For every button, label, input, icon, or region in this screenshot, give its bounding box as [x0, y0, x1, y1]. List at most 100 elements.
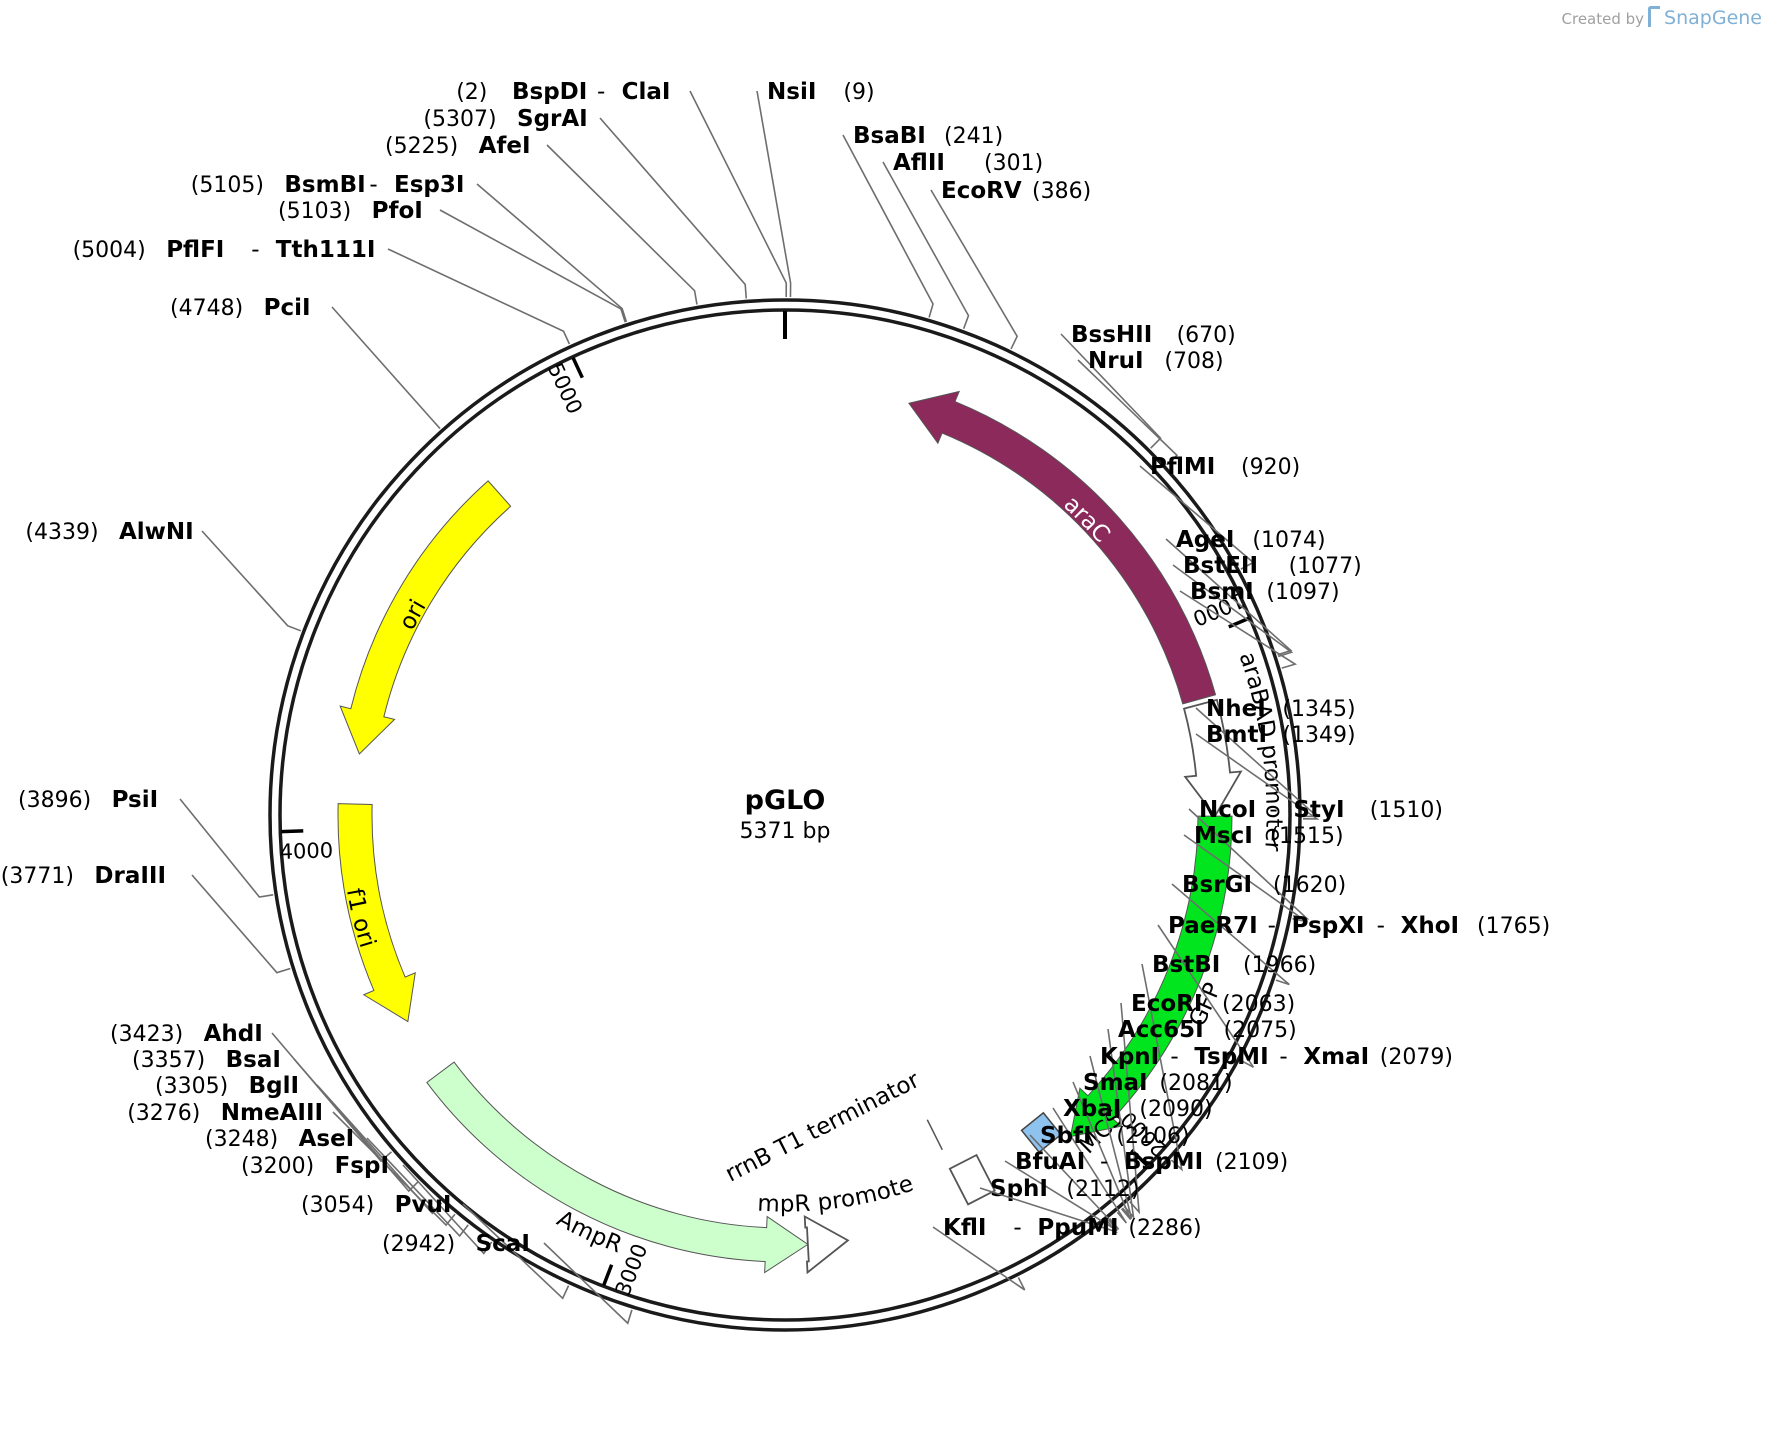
site-enzyme-name: NcoI: [1199, 797, 1256, 823]
site-ecorv[interactable]: EcoRV(386): [930, 178, 1091, 350]
site-xbai[interactable]: XbaI(2090): [1052, 1096, 1213, 1224]
site-enzyme-name: PvuI: [395, 1192, 452, 1218]
site-position: (3305): [155, 1074, 228, 1099]
plasmid-center-label: pGLO 5371 bp: [740, 785, 831, 844]
site-leader: [331, 306, 441, 430]
site-bfuai[interactable]: BfuAI-BspMI(2109): [1004, 1149, 1288, 1232]
site-enzyme-name: Acc65I: [1118, 1017, 1204, 1043]
site-enzyme-name: EcoRV: [941, 178, 1022, 204]
site-enzyme-name: DraIII: [94, 863, 166, 889]
site-leader: [462, 1203, 570, 1300]
site-enzyme-name: AhdI: [204, 1021, 263, 1047]
site-position: (1966): [1243, 953, 1316, 978]
site-enzyme-name: BssHII: [1071, 322, 1152, 348]
site-paer7i[interactable]: PaeR7I-PspXI-XhoI(1765): [1157, 913, 1550, 1068]
backbone-inner-circle: [278, 308, 1292, 1322]
credit-brand: SnapGene: [1664, 7, 1762, 29]
site-bsshii[interactable]: BssHII(670): [1060, 322, 1236, 449]
site-enzyme-name: BsrGI: [1182, 872, 1252, 898]
site-leader: [476, 183, 628, 323]
site-asei[interactable]: (3248)AseI: [205, 1126, 469, 1238]
site-pcii[interactable]: (4748)PciI: [170, 295, 441, 430]
site-ahdi[interactable]: (3423)AhdI: [110, 1021, 393, 1163]
site-bmti[interactable]: BmtI(1349): [1195, 722, 1356, 820]
site-enzyme-name: PaeR7I: [1168, 913, 1258, 939]
site-bsmbi[interactable]: (5105)BsmBI-Esp3I: [191, 172, 628, 323]
site-enzyme-name: BglI: [249, 1073, 299, 1099]
site-enzyme-name: PciI: [264, 295, 311, 321]
feature-arac: araC: [908, 390, 1217, 705]
site-bsmi[interactable]: BsmI(1097): [1179, 579, 1340, 669]
site-pflfi[interactable]: (5004)PflFI-Tth111I: [73, 237, 571, 345]
site-nsii[interactable]: NsiI(9): [756, 79, 875, 298]
site-sgrai[interactable]: (5307)SgrAI: [423, 106, 748, 299]
site-nmeaiii[interactable]: (3276)NmeAIII: [127, 1100, 456, 1227]
site-leader: [882, 161, 970, 330]
site-pvui[interactable]: (3054)PvuI: [301, 1192, 570, 1300]
site-enzyme-name: MscI: [1194, 823, 1253, 849]
site-leader: [316, 1084, 443, 1215]
site-bsteii[interactable]: BstEII(1077): [1172, 553, 1362, 658]
site-enzyme-name: AflII: [893, 150, 945, 176]
feature-arrow: [908, 390, 1217, 705]
tick-mark: [281, 829, 304, 834]
site-smai[interactable]: SmaI(2081): [1072, 1070, 1233, 1220]
site-fspi[interactable]: (3200)FspI: [241, 1153, 493, 1255]
site-enzyme-name: PsiI: [112, 787, 159, 813]
site-enzyme-name: Esp3I: [394, 172, 464, 198]
site-sbfi[interactable]: SbfI(2106): [1029, 1123, 1190, 1230]
site-kpni[interactable]: KpnI-TspMI-XmaI(2079): [1089, 1044, 1453, 1220]
site-pflmi[interactable]: PflMI(920): [1139, 454, 1300, 570]
site-bgli[interactable]: (3305) BglI: [155, 1073, 443, 1215]
site-enzyme-name: BstBI: [1152, 952, 1220, 978]
site-pfoi[interactable]: (5103)PfoI: [278, 198, 627, 323]
site-agei[interactable]: AgeI(1074): [1165, 527, 1326, 656]
site-scai[interactable]: (2942) ScaI: [382, 1231, 633, 1325]
site-psii[interactable]: (3896)PsiI: [18, 787, 274, 898]
snapgene-credit: Created by SnapGene: [1562, 6, 1762, 29]
site-afei[interactable]: (5225)AfeI: [385, 133, 698, 305]
site-nhei[interactable]: NheI(1345): [1195, 696, 1356, 818]
site-enzyme-name: PpuMI: [1037, 1215, 1118, 1241]
site-bstbi[interactable]: BstBI (1966): [1141, 952, 1316, 1172]
credit-prefix: Created by: [1561, 10, 1645, 28]
site-acc65i[interactable]: Acc65I(2075): [1107, 1017, 1297, 1220]
site-enzyme-name: XmaI: [1303, 1044, 1369, 1070]
site-bsabi[interactable]: BsaBI(241): [842, 123, 1003, 318]
site-leader: [201, 530, 302, 632]
site-leader: [932, 1226, 1026, 1291]
site-ncoi[interactable]: NcoI-StyI(1510): [1188, 797, 1443, 920]
site-leader: [439, 209, 627, 323]
feature-f1-ori: f1 ori: [337, 803, 416, 1023]
site-position: (1077): [1289, 554, 1362, 579]
site-position: (2942): [382, 1232, 455, 1257]
site-bspdi[interactable]: (2)BspDI-ClaI: [456, 79, 788, 298]
site-position: (2081): [1159, 1071, 1232, 1096]
site-leader: [1171, 883, 1290, 986]
site-leader: [1165, 538, 1293, 656]
site-alwni[interactable]: (4339)AlwNI: [25, 519, 302, 632]
site-enzyme-name: ScaI: [476, 1231, 530, 1257]
tick-label: 5000: [543, 359, 587, 418]
site-kfli[interactable]: KflI-PpuMI(2286): [932, 1215, 1202, 1291]
site-msci[interactable]: MscI(1515): [1183, 823, 1344, 923]
site-aflii[interactable]: AflII(301): [882, 150, 1043, 330]
site-ecori[interactable]: EcoRI(2063): [1120, 991, 1295, 1215]
site-draiii[interactable]: (3771)DraIII: [1, 863, 291, 974]
site-bsai[interactable]: (3357)BsaI: [132, 1047, 420, 1193]
site-leader: [1157, 924, 1255, 1068]
site-leader: [1172, 564, 1294, 658]
site-leader: [1141, 963, 1183, 1172]
site-position: (2106): [1116, 1124, 1189, 1149]
site-bsrgi[interactable]: BsrGI(1620): [1171, 872, 1346, 986]
tick-label: 4000: [279, 838, 333, 864]
site-sphi[interactable]: SphI(2112): [979, 1176, 1140, 1234]
site-separator: -: [1269, 797, 1277, 823]
feature-arrow: [426, 1061, 809, 1274]
site-enzyme-name: AlwNI: [119, 519, 194, 545]
site-enzyme-name: BspMI: [1124, 1149, 1203, 1175]
site-nrui[interactable]: NruI(708): [1077, 348, 1224, 466]
site-position: (9): [843, 80, 874, 105]
site-leader: [546, 144, 698, 305]
